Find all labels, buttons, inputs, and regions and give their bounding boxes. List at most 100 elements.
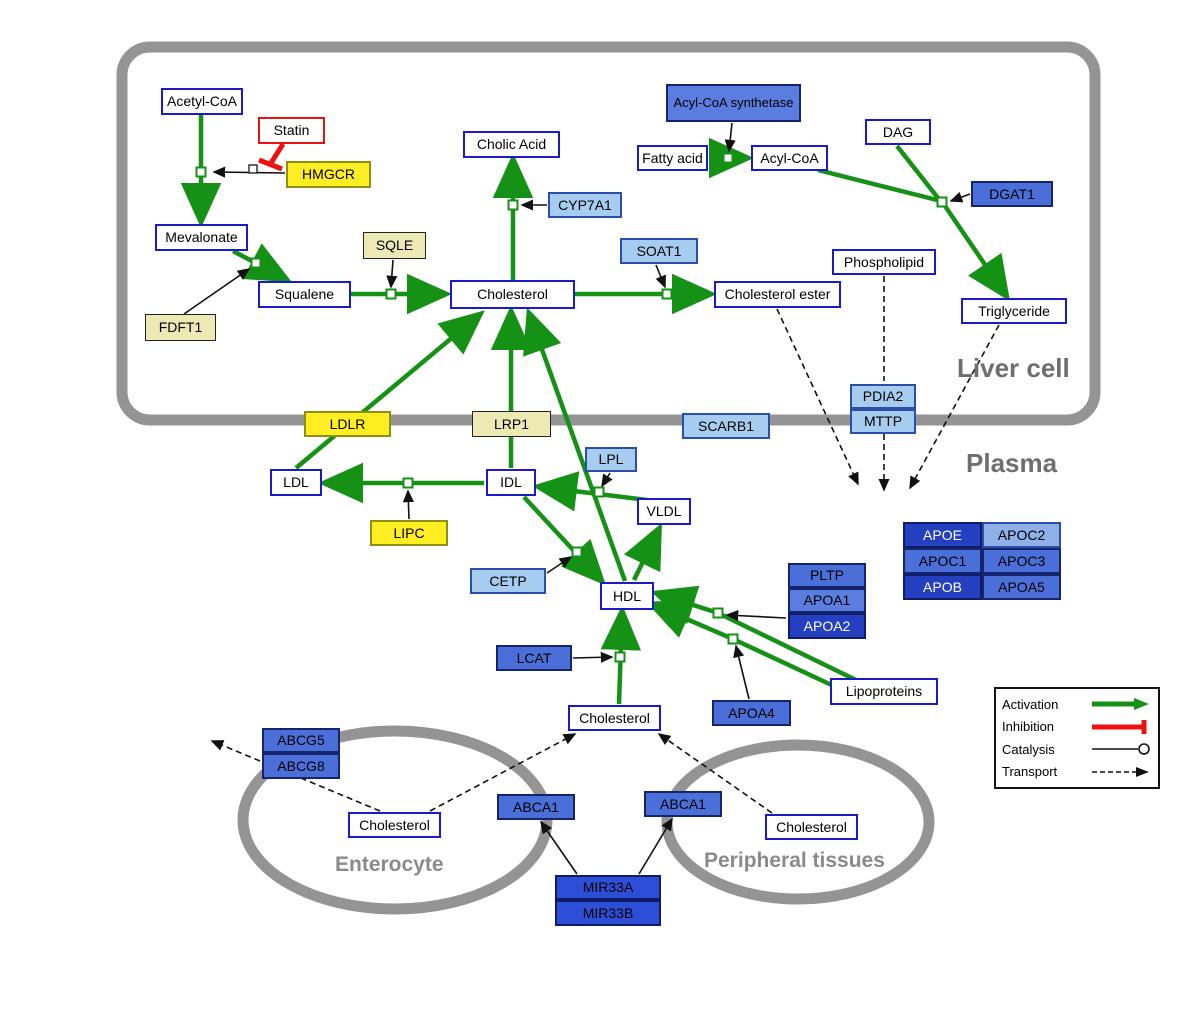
legend-inhibition-label: Inhibition — [1002, 719, 1055, 735]
edge-enterocyte-cholesterol-plasma — [429, 733, 577, 812]
node-lpl[interactable]: LPL — [585, 447, 637, 472]
legend: Activation Inhibition Catalysis Transpor… — [994, 687, 1160, 789]
edge-cetp-catalysis — [546, 556, 573, 574]
node-dgat1[interactable]: DGAT1 — [971, 181, 1053, 207]
node-cholic-acid[interactable]: Cholic Acid — [463, 131, 560, 158]
node-apoa4[interactable]: APOA4 — [712, 700, 791, 726]
legend-activation: Activation — [1002, 696, 1152, 712]
node-ldl[interactable]: LDL — [270, 469, 322, 496]
liver-cell-label: Liver cell — [957, 353, 1070, 383]
node-lipoproteins[interactable]: Lipoproteins — [830, 678, 938, 705]
edge-idl-hdl — [522, 495, 607, 586]
legend-transport-label: Transport — [1002, 764, 1058, 780]
node-acyl-coa-synthetase[interactable]: Acyl-CoA synthetase — [666, 84, 801, 122]
legend-catalysis: Catalysis — [1002, 741, 1152, 757]
edge-lipc-catalysis — [402, 489, 414, 520]
node-fatty-acid[interactable]: Fatty acid — [637, 145, 708, 171]
edge-apoa4-catalysis — [733, 644, 750, 700]
node-dag[interactable]: DAG — [865, 119, 931, 145]
node-abca1-right[interactable]: ABCA1 — [644, 791, 722, 817]
node-ldlr[interactable]: LDLR — [304, 411, 391, 437]
edge-cholesterolester-plasma — [776, 308, 859, 486]
edge-ldl-cholesterol — [294, 310, 485, 470]
enterocyte-label: Enterocyte — [335, 853, 444, 876]
node-cholesterol-peripheral[interactable]: Cholesterol — [765, 814, 858, 840]
node-acetyl-coa[interactable]: Acetyl-CoA — [161, 88, 243, 115]
node-apoc1[interactable]: APOC1 — [903, 548, 982, 574]
node-mir33a[interactable]: MIR33A — [555, 875, 661, 900]
edge-statin-inhibition-bar — [258, 157, 283, 172]
edge-dgat1-catalysis — [949, 191, 971, 203]
legend-transport: Transport — [1002, 764, 1152, 780]
node-mttp[interactable]: MTTP — [850, 409, 916, 434]
node-cyp7a1[interactable]: CYP7A1 — [548, 192, 622, 218]
edge-acylcoa-node — [817, 167, 942, 204]
edge-statin-inhibition — [268, 142, 286, 165]
node-idl[interactable]: IDL — [486, 469, 536, 496]
catalysis-circle-icon — [1092, 743, 1150, 756]
edge-lcat-catalysis — [572, 651, 614, 663]
node-statin[interactable]: Statin — [258, 117, 325, 144]
node-sqle[interactable]: SQLE — [363, 232, 426, 259]
edge-acylcoasynthetase-catalysis — [724, 122, 736, 153]
node-apoc2[interactable]: APOC2 — [982, 522, 1061, 548]
enterocyte-membrane — [237, 725, 553, 915]
node-fdft1[interactable]: FDFT1 — [145, 314, 216, 341]
node-acyl-coa[interactable]: Acyl-CoA — [751, 145, 828, 171]
node-abcg8[interactable]: ABCG8 — [262, 753, 340, 779]
node-squalene[interactable]: Squalene — [258, 281, 351, 308]
liver-cell-membrane — [116, 41, 1101, 426]
node-cholesterol-liver[interactable]: Cholesterol — [450, 280, 575, 309]
node-apoa5[interactable]: APOA5 — [982, 574, 1061, 600]
node-abca1-left[interactable]: ABCA1 — [497, 794, 575, 820]
node-hdl[interactable]: HDL — [600, 582, 654, 610]
node-apoe[interactable]: APOE — [903, 522, 982, 548]
plasma-label: Plasma — [966, 448, 1058, 478]
node-abcg5[interactable]: ABCG5 — [262, 728, 340, 753]
node-apoa2[interactable]: APOA2 — [788, 613, 866, 639]
node-soat1[interactable]: SOAT1 — [620, 238, 698, 264]
peripheral-tissues-label: Peripheral tissues — [704, 849, 885, 872]
node-lrp1[interactable]: LRP1 — [472, 411, 551, 437]
edge-mir33-abca1-right — [638, 817, 673, 875]
node-mir33b[interactable]: MIR33B — [555, 900, 661, 926]
activation-arrow-icon — [1092, 698, 1149, 711]
node-lipc[interactable]: LIPC — [370, 520, 448, 546]
node-cetp[interactable]: CETP — [470, 568, 546, 594]
transport-dashed-arrow-icon — [1092, 766, 1149, 777]
legend-inhibition: Inhibition — [1002, 719, 1152, 735]
node-pdia2[interactable]: PDIA2 — [850, 384, 916, 409]
edge-dag-node — [895, 144, 940, 200]
edge-apoa-block-catalysis — [725, 609, 787, 622]
catalysis-anchor-square — [248, 164, 258, 174]
node-cholesterol-ester[interactable]: Cholesterol ester — [714, 281, 841, 308]
catalysis-edges — [183, 122, 971, 875]
edge-soat1-catalysis — [655, 264, 666, 289]
node-pltp[interactable]: PLTP — [788, 563, 866, 588]
node-phospholipid[interactable]: Phospholipid — [832, 249, 936, 275]
edge-mir33-abca1-left — [540, 820, 578, 875]
node-cholesterol-plasma[interactable]: Cholesterol — [568, 705, 661, 731]
edge-hdl-vldl — [623, 522, 662, 581]
edge-sqle-catalysis — [386, 259, 398, 289]
node-apoa1[interactable]: APOA1 — [788, 588, 866, 613]
edge-fdft1-catalysis — [183, 268, 251, 315]
inhibition-edge — [258, 142, 286, 172]
edge-triglyceride-plasma — [909, 324, 1000, 490]
node-mevalonate[interactable]: Mevalonate — [155, 224, 248, 251]
edge-node-triglyceride — [943, 204, 1011, 302]
node-apoc3[interactable]: APOC3 — [982, 548, 1061, 574]
node-triglyceride[interactable]: Triglyceride — [961, 298, 1067, 324]
node-lcat[interactable]: LCAT — [496, 645, 572, 671]
node-hmgcr[interactable]: HMGCR — [286, 161, 371, 188]
reaction-nodes — [195, 152, 948, 663]
legend-catalysis-label: Catalysis — [1002, 741, 1055, 757]
node-vldl[interactable]: VLDL — [637, 498, 691, 525]
node-scarb1[interactable]: SCARB1 — [682, 413, 770, 439]
node-cholesterol-enterocyte[interactable]: Cholesterol — [348, 812, 441, 838]
edge-peripheral-cholesterol-plasma — [657, 733, 773, 814]
inhibition-tbar-icon — [1092, 719, 1147, 734]
node-apob[interactable]: APOB — [903, 574, 982, 600]
